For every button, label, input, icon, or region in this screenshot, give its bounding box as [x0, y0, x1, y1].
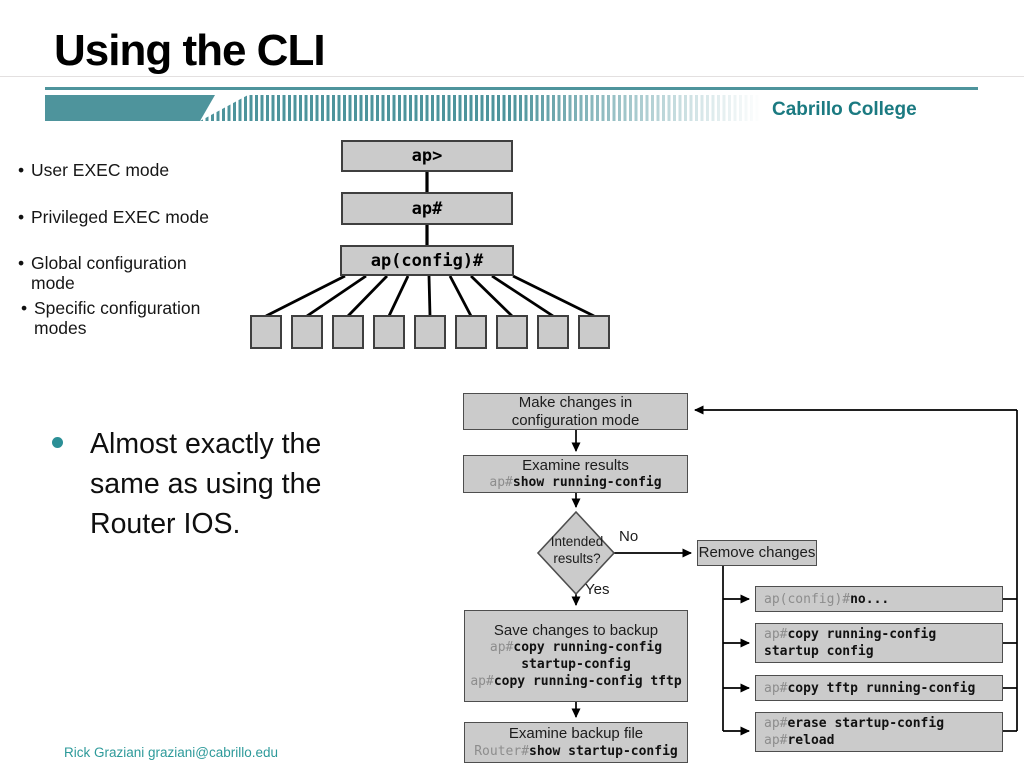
config-submode-box	[414, 315, 446, 349]
cli-prompt: ap#	[764, 733, 788, 748]
config-submode-box	[250, 315, 282, 349]
cli-prompt: Router#	[474, 743, 530, 759]
note-line: Router IOS.	[90, 508, 241, 540]
cli-command: ap#copy tftp running-config	[764, 680, 975, 697]
header-rule	[45, 87, 978, 90]
header-bar-solid	[45, 95, 215, 121]
mode-list-item-user-exec: User EXEC mode	[18, 160, 230, 180]
cli-prompt: ap(config)#	[764, 591, 851, 607]
config-submode-box	[537, 315, 569, 349]
mode-list-item-privileged-exec: Privileged EXEC mode	[18, 207, 230, 227]
flow-text: configuration mode	[511, 411, 640, 429]
config-submode-box	[496, 315, 528, 349]
cli-cmd: copy running-config	[787, 627, 937, 642]
header-hairline	[0, 76, 1024, 77]
undo-box-copy-tftp-running: ap#copy tftp running-config	[755, 675, 1003, 701]
cli-command: Router#show startup-config	[474, 743, 678, 760]
config-submode-box	[332, 315, 364, 349]
mode-list-item-specific-config: Specific configuration modes	[21, 298, 233, 338]
flow-box-examine-results: Examine results ap#show running-config	[463, 455, 688, 493]
note-text: Almost exactly the same as using the Rou…	[90, 424, 321, 544]
cli-prompt: ap#	[470, 674, 494, 690]
cli-prompt: ap#	[764, 627, 788, 642]
hierarchy-box-privileged-exec: ap#	[341, 192, 513, 225]
undo-box-copy-running-startup: ap#copy running-config startup config	[755, 623, 1003, 663]
cli-cmd: erase startup-config	[787, 716, 945, 731]
cli-cmd: copy running-config tftp	[493, 674, 682, 690]
edge-label-no: No	[619, 528, 639, 545]
header-bar-stripes	[200, 95, 762, 121]
footer-credit: Rick Graziani graziani@cabrillo.edu	[64, 745, 279, 760]
config-submode-box	[373, 315, 405, 349]
edge-label-yes: Yes	[585, 581, 610, 598]
flow-box-examine-backup: Examine backup file Router#show startup-…	[464, 722, 688, 763]
cli-cmd: copy tftp running-config	[787, 680, 976, 696]
undo-box-erase-reload: ap#erase startup-config ap#reload	[755, 712, 1003, 752]
hierarchy-box-global-config: ap(config)#	[340, 245, 514, 276]
cli-cmd: no...	[850, 591, 890, 607]
config-submode-box	[578, 315, 610, 349]
cli-cmd: startup config	[764, 644, 874, 659]
page-title: Using the CLI	[54, 26, 326, 75]
hierarchy-box-user-exec: ap>	[341, 140, 513, 172]
decision-label: Intended results?	[538, 533, 616, 567]
undo-box-no-command: ap(config)#no...	[755, 586, 1003, 612]
flow-text: Make changes in	[518, 394, 633, 411]
config-submode-box	[455, 315, 487, 349]
cli-command: ap#reload	[764, 732, 834, 749]
decision-line: results?	[553, 551, 601, 566]
cli-cmd: reload	[787, 733, 835, 748]
cli-command: startup config	[764, 643, 874, 660]
flow-text: Examine results	[522, 456, 629, 474]
cli-cmd: show startup-config	[529, 743, 678, 759]
flow-box-make-changes: Make changes in configuration mode	[463, 393, 688, 430]
cli-command: startup-config	[521, 656, 631, 673]
brand-name: Cabrillo College	[772, 99, 917, 120]
cli-prompt: ap#	[489, 640, 514, 656]
cli-prompt: ap#	[764, 680, 788, 696]
cli-cmd: copy running-config	[513, 640, 663, 656]
cli-cmd: startup-config	[521, 657, 631, 673]
decision-line: Intended	[550, 534, 604, 549]
note-bullet-icon	[52, 437, 63, 448]
cli-command: ap#copy running-config	[764, 626, 936, 643]
mode-list-item-global-config: Global configuration mode	[18, 253, 230, 293]
note-line: same as using the	[90, 468, 322, 500]
flow-text: Examine backup file	[508, 725, 644, 743]
cli-command: ap#copy running-config tftp	[470, 673, 681, 690]
config-submode-box	[291, 315, 323, 349]
cli-command: ap#erase startup-config	[764, 715, 944, 732]
cli-command: ap#copy running-config	[490, 639, 662, 656]
cli-cmd: show running-config	[512, 475, 662, 491]
flow-box-save-backup: Save changes to backup ap#copy running-c…	[464, 610, 688, 702]
cli-prompt: ap#	[764, 716, 788, 731]
cli-command: ap#show running-config	[489, 474, 661, 491]
note-line: Almost exactly the	[90, 428, 322, 460]
cli-command: ap(config)#no...	[764, 591, 889, 608]
flow-text: Save changes to backup	[493, 621, 659, 639]
cli-prompt: ap#	[489, 475, 513, 491]
flow-box-remove-changes: Remove changes	[697, 540, 817, 566]
